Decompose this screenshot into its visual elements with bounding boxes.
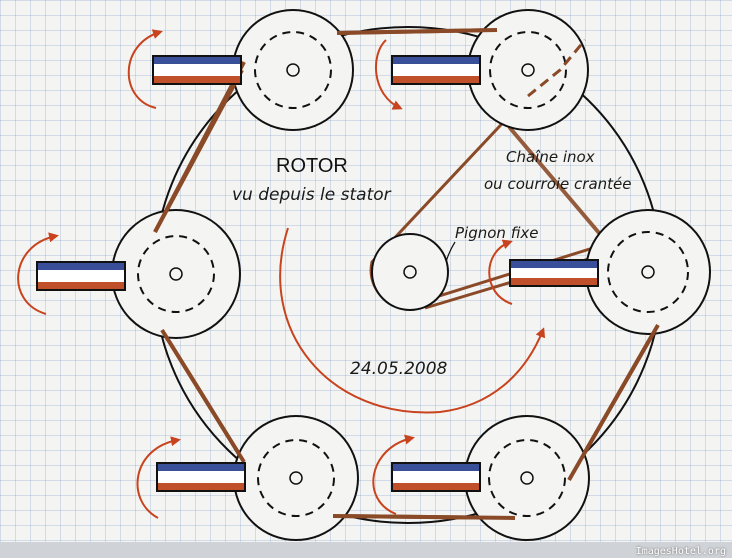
wheel-bottom-left (233, 415, 359, 541)
wheel-top-right (467, 9, 589, 131)
chain-segment-left-top (153, 61, 246, 233)
rotation-arrow-left (17, 232, 59, 315)
blade-left (36, 261, 126, 291)
watermark-bar (0, 542, 732, 558)
diagram-date: 24.05.2008 (350, 359, 448, 379)
wheel-top-left (232, 9, 354, 131)
chain-segment-top (336, 28, 498, 35)
blade-top-left (152, 55, 242, 85)
wheel-right (585, 209, 711, 335)
wheel-bottom-right (464, 415, 590, 541)
rotation-arrow-bottom-right (372, 434, 415, 515)
rotation-arrow-right (488, 239, 513, 305)
pinion-label-leader (445, 241, 456, 263)
chain-label-line1: Chaîne inox (506, 148, 595, 166)
blade-right (509, 259, 599, 287)
chain-segment-bottom (332, 514, 516, 520)
watermark: ImagesHotel.org (635, 546, 726, 557)
chain-segment-left-bottom (160, 328, 246, 464)
rotation-arrow-bottom-left (136, 436, 181, 519)
rotation-arrow-top-right (374, 39, 403, 110)
blade-bottom-right (391, 462, 481, 492)
chain-label-line2: ou courroie crantée (484, 175, 632, 193)
chain-segment-right-bottom (567, 324, 660, 481)
wheel-left (111, 209, 241, 339)
pinion-label: Pignon fixe (455, 224, 539, 242)
blade-bottom-left (156, 462, 246, 492)
blade-top-right (391, 55, 481, 85)
rotor-title: ROTOR (276, 155, 348, 177)
rotor-subtitle: vu depuis le stator (232, 185, 392, 205)
chain-segment-dashed-upper-right (527, 39, 587, 98)
rotor-rotation-arrow (279, 227, 546, 414)
rotation-arrow-top-left (127, 29, 163, 109)
fixed-pinion (371, 233, 449, 311)
